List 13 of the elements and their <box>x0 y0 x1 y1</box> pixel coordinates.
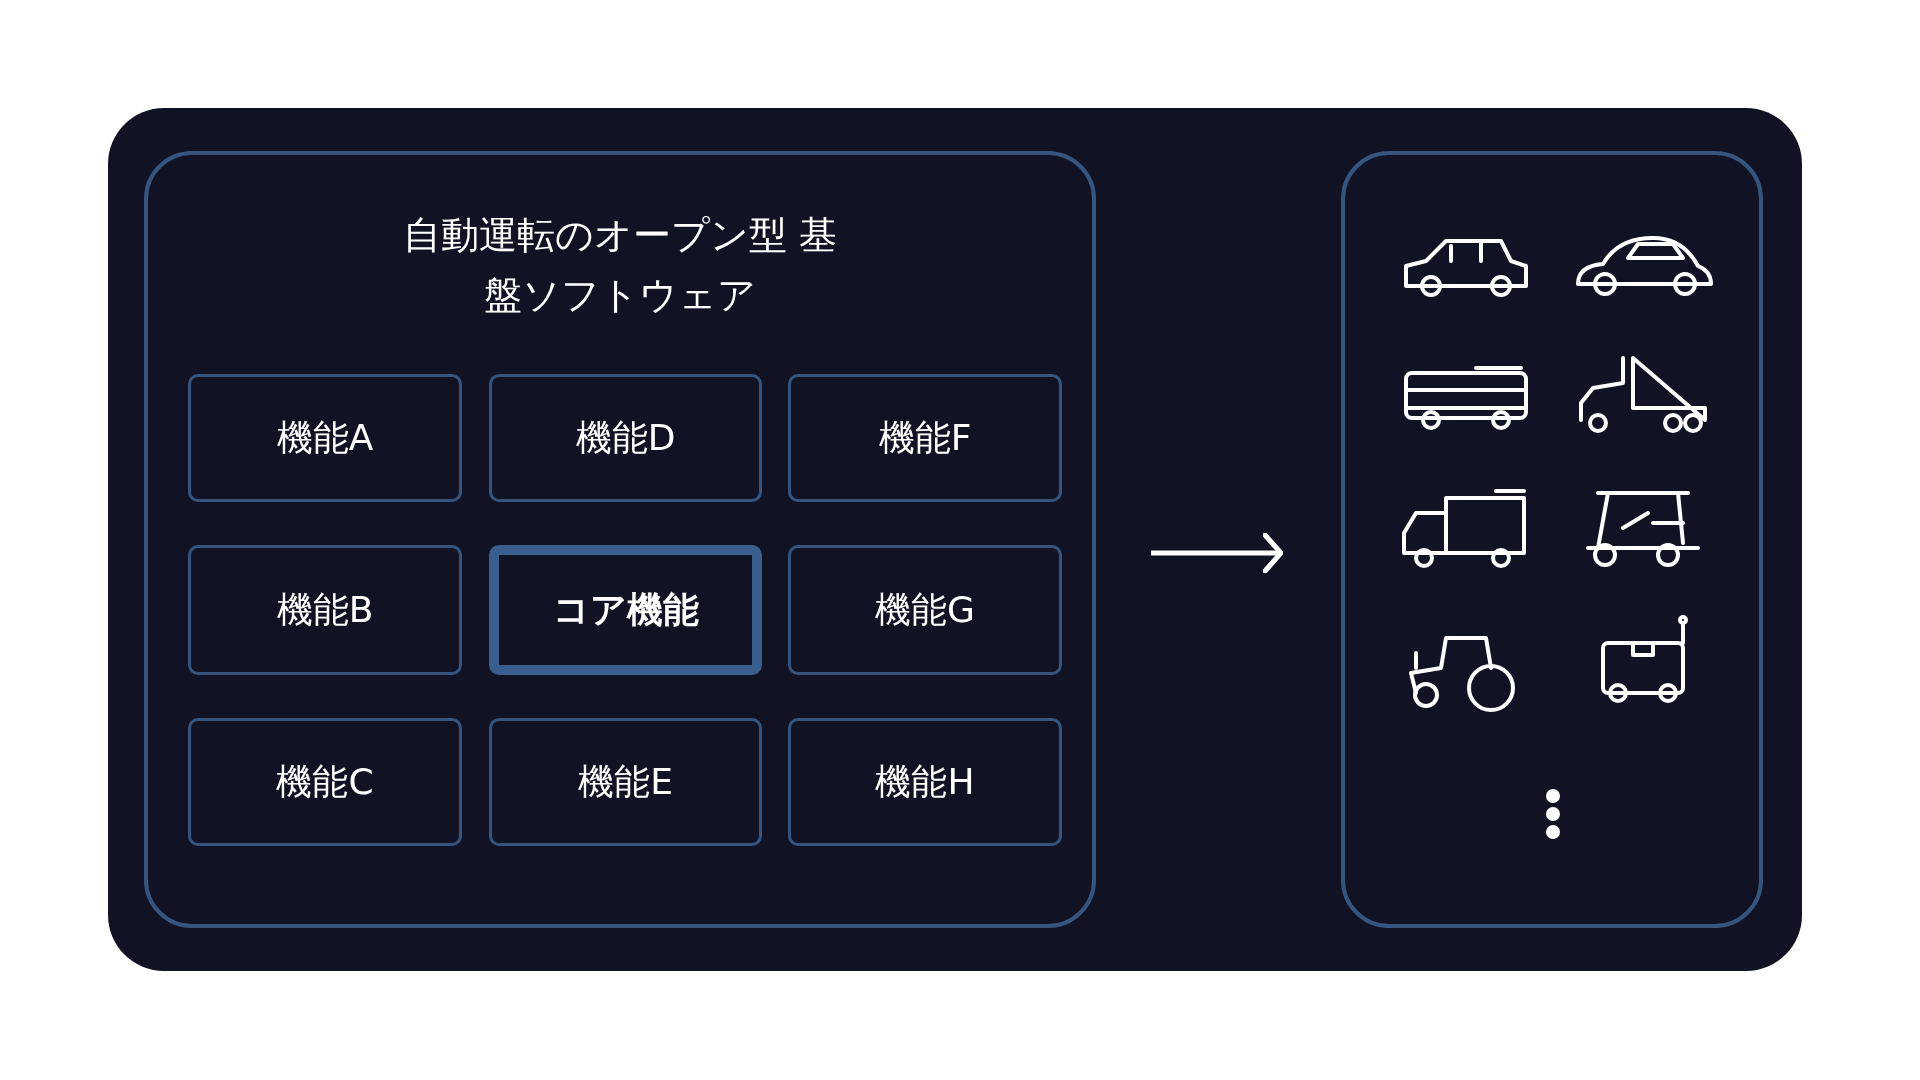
core-function-box: コア機能 <box>489 545 762 675</box>
function-box: 機能A <box>188 374 462 502</box>
function-box: 機能C <box>188 718 462 846</box>
group-box <box>144 151 1096 928</box>
function-box: 機能B <box>188 545 462 675</box>
function-box: 機能H <box>788 718 1062 846</box>
group-title: 自動運転のオープン型 基盤ソフトウェア <box>401 212 839 319</box>
function-box: 機能F <box>788 374 1062 502</box>
function-box: 機能D <box>489 374 762 502</box>
function-box: 機能G <box>788 545 1062 675</box>
arrow <box>1151 532 1284 574</box>
function-box: 機能E <box>489 718 762 846</box>
vehicle-box <box>1341 151 1763 928</box>
